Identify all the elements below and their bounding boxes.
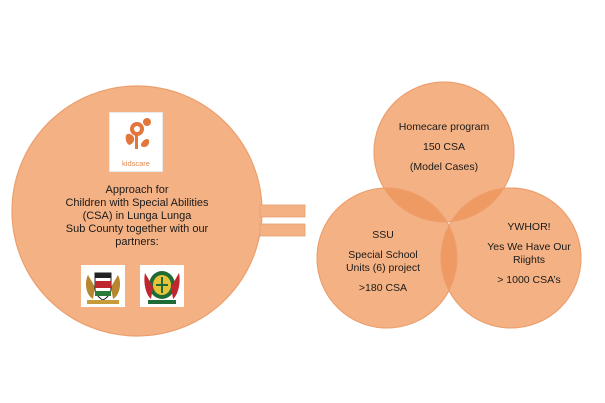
ywhor-line-1: Yes We Have Our	[487, 241, 571, 253]
ywhor-title: YWHOR!	[507, 221, 551, 233]
approach-line-5: partners:	[115, 236, 159, 248]
equals-bar-top	[259, 204, 306, 218]
homecare-note: (Model Cases)	[409, 161, 479, 173]
ssu-line-2: Units (6) project	[345, 262, 421, 274]
ywhor-line-2: Riights	[512, 254, 546, 266]
kenya-coat-of-arms-logo	[81, 265, 125, 307]
homecare-title: Homecare program	[398, 121, 490, 133]
equals-bar-bottom	[259, 223, 306, 237]
approach-text: Approach for Children with Special Abili…	[40, 184, 234, 249]
homecare-text: Homecare program 150 CSA (Model Cases)	[386, 121, 502, 174]
ssu-line-1: Special School	[348, 249, 418, 261]
ywhor-text: YWHOR! Yes We Have Our Riights > 1000 CS…	[477, 221, 581, 287]
homecare-count: 150 CSA	[422, 141, 466, 153]
kidscare-logo: kidscare	[109, 112, 163, 172]
kidscare-logo-text: kidscare	[122, 159, 150, 168]
approach-line-1: Approach for	[105, 184, 169, 196]
approach-line-4: Sub County together with our	[65, 223, 209, 235]
ssu-text: SSU Special School Units (6) project >18…	[329, 229, 437, 295]
approach-line-2: Children with Special Abilities	[65, 197, 209, 209]
ywhor-count: > 1000 CSA’s	[497, 274, 561, 286]
county-partner-logo	[140, 265, 184, 307]
ssu-count: >180 CSA	[358, 282, 408, 294]
kidscare-logo-mark	[125, 118, 151, 149]
ssu-title: SSU	[372, 229, 394, 241]
approach-line-3: (CSA) in Lunga Lunga	[82, 210, 192, 222]
